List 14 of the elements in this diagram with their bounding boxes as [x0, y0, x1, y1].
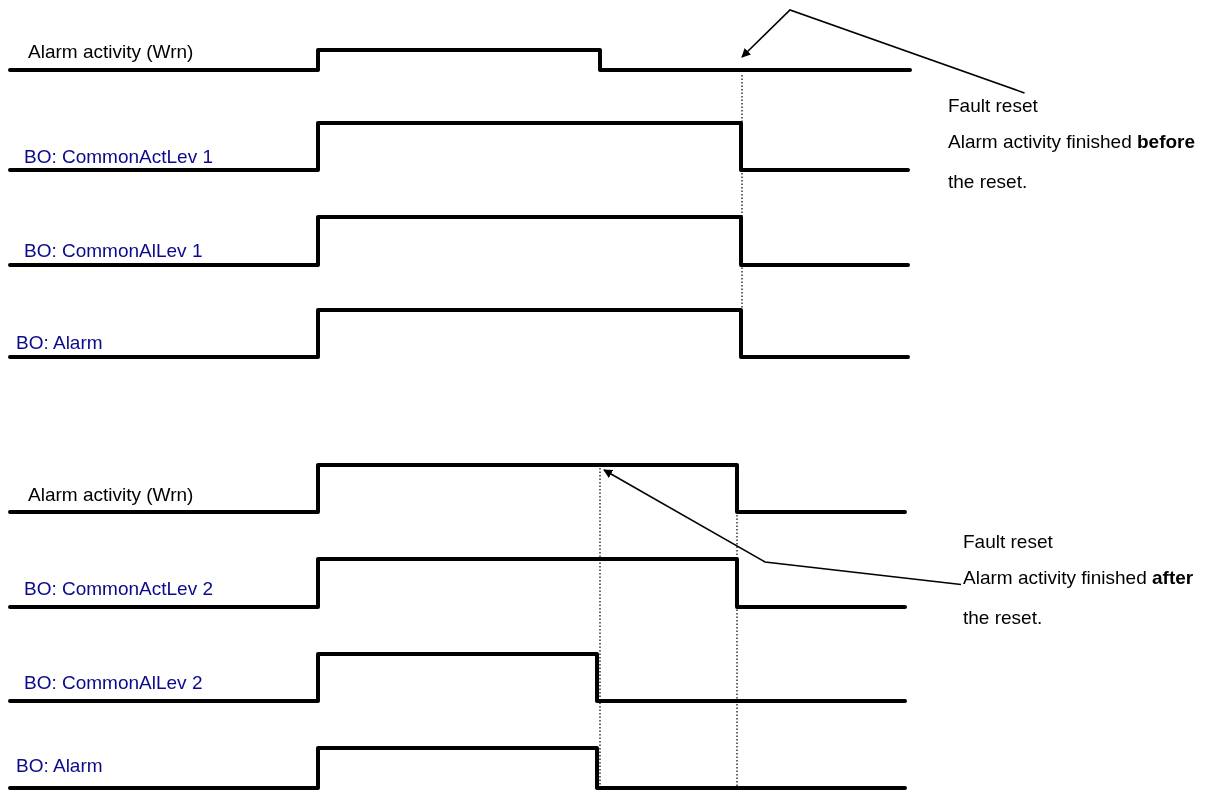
signal-name: BO: CommonAlLev 1: [24, 240, 203, 262]
signal-name: BO: CommonActLev 1: [24, 146, 214, 168]
signal-name: BO: Alarm: [16, 332, 103, 354]
signal-name: BO: Alarm: [16, 755, 103, 777]
signal-name: Alarm activity (Wrn): [28, 484, 194, 506]
signal-name: BO: CommonAlLev 2: [24, 672, 203, 694]
signal-name: Alarm activity (Wrn): [28, 41, 194, 63]
callout-text: Alarm activity finished after the reset.: [963, 566, 1195, 630]
callout-text: Alarm activity finished before the reset.: [948, 130, 1197, 194]
leader-arrow: [741, 9, 1026, 94]
callout-text: Fault reset: [963, 531, 1054, 553]
callout-text: Fault reset: [948, 95, 1039, 117]
leader-arrow: [603, 469, 962, 586]
signal-name: BO: CommonActLev 2: [24, 578, 214, 600]
